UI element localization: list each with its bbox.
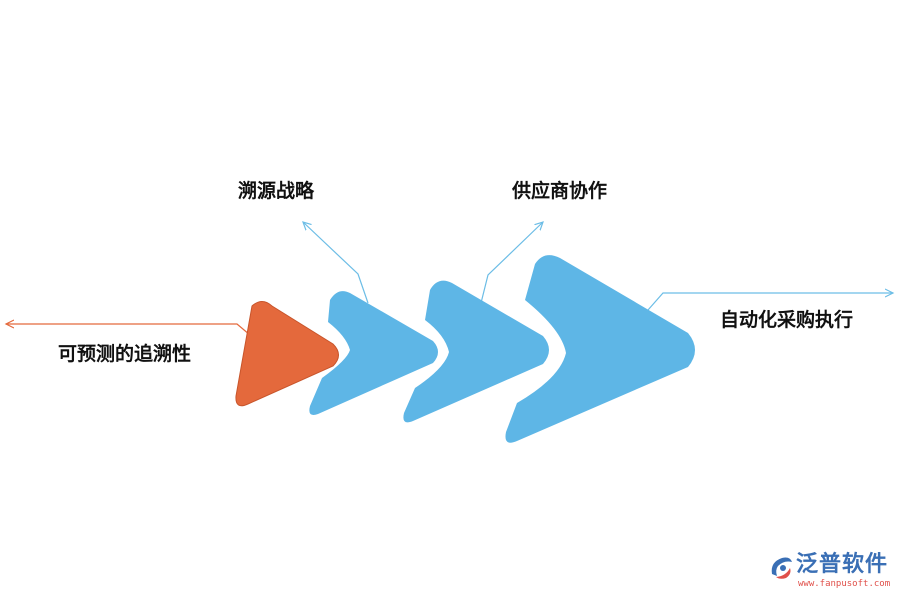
label-automated-purchase: 自动化采购执行 <box>720 309 854 331</box>
chevron-3 <box>505 255 695 443</box>
connector-sourcing <box>303 222 369 304</box>
fanpu-logo: 泛普软件 www.fanpusoft.com <box>768 552 892 592</box>
connector-supplier <box>480 222 543 304</box>
label-sourcing-strategy: 溯源战略 <box>238 180 315 202</box>
chevron-2 <box>403 280 549 423</box>
logo-url: www.fanpusoft.com <box>798 579 891 589</box>
triangle-predict <box>235 301 339 407</box>
label-predictable-traceability: 可预测的追溯性 <box>58 343 192 365</box>
connector-auto <box>647 293 893 311</box>
logo-name: 泛普软件 <box>796 552 889 577</box>
label-supplier-collaboration: 供应商协作 <box>512 180 608 202</box>
chevron-1 <box>309 291 438 415</box>
fanpu-logo-icon <box>771 557 792 579</box>
connector-predict <box>6 324 251 336</box>
